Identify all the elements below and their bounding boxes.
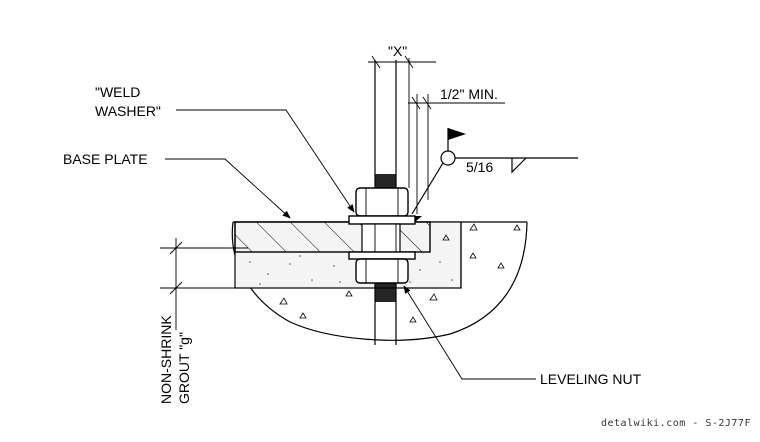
watermark: detalwiki.com - S-2J77F xyxy=(601,418,751,429)
weld-washer-label-line1: "WELD xyxy=(95,84,140,100)
field-weld-flag-icon xyxy=(448,128,466,140)
grout-label-line1: NON-SHRINK xyxy=(158,315,174,404)
top-nut xyxy=(355,187,409,217)
dimension-x-label: "X" xyxy=(388,43,407,59)
base-plate-callout: BASE PLATE xyxy=(63,151,291,219)
weld-washer-label-line2: WASHER" xyxy=(95,103,161,119)
concrete-aggregate-marks xyxy=(279,223,521,323)
weld-symbol: 5/16 xyxy=(411,128,578,215)
weld-washer xyxy=(348,215,416,225)
base-plate xyxy=(234,221,431,253)
fillet-weld-icon xyxy=(511,157,527,174)
leveling-nut-label: LEVELING NUT xyxy=(540,371,642,387)
base-plate-label: BASE PLATE xyxy=(63,151,148,167)
min-clearance-label: 1/2" MIN. xyxy=(440,86,498,102)
leveling-nut xyxy=(355,258,409,284)
grout-speckles xyxy=(249,255,453,285)
grout-label-line2: GROUT "g" xyxy=(176,332,192,404)
weld-washer-callout: "WELD WASHER" xyxy=(95,84,355,213)
weld-size-label: 5/16 xyxy=(466,159,493,175)
grout-thickness-dimension: NON-SHRINK GROUT "g" xyxy=(158,238,248,404)
leveling-washer xyxy=(348,251,416,260)
weld-all-around-icon xyxy=(440,150,456,166)
leveling-nut-callout: LEVELING NUT xyxy=(403,285,642,387)
dimension-half-inch-min: 1/2" MIN. xyxy=(408,86,505,214)
dimension-x: "X" xyxy=(368,43,436,188)
